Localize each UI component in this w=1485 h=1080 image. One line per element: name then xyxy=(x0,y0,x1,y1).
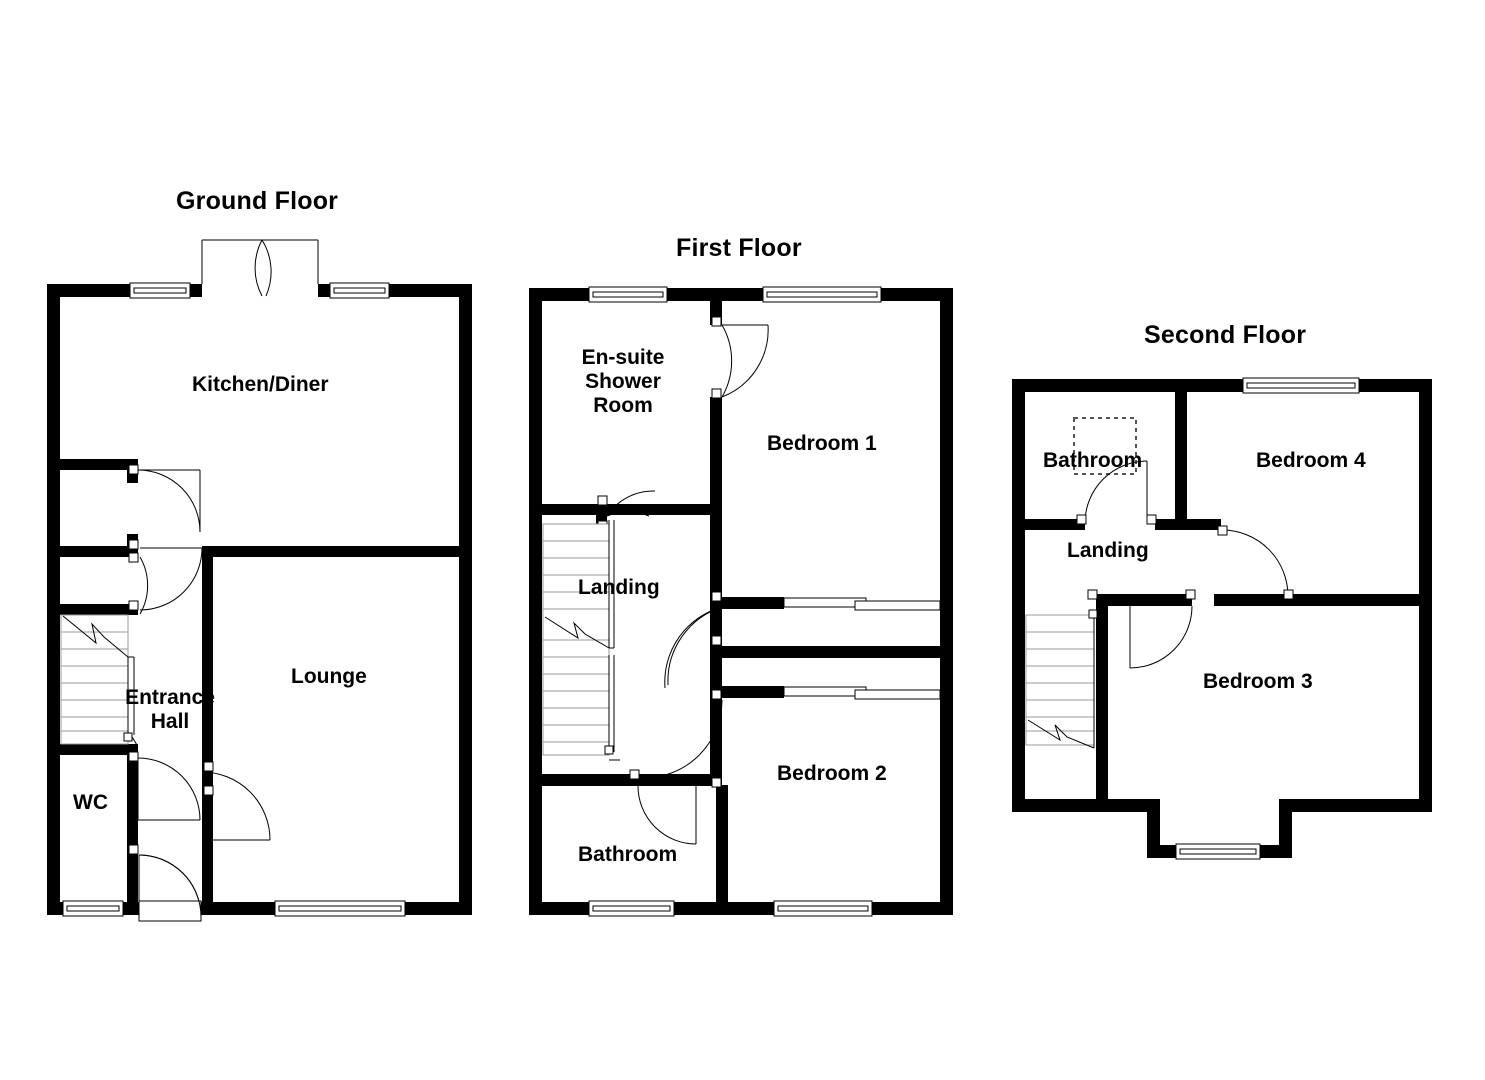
second-doors xyxy=(1084,460,1289,669)
room-label-bathroom-first: Bathroom xyxy=(578,843,678,866)
floor-title-second: Second Floor xyxy=(1144,321,1307,349)
entrance-hall-line-1: Entrance xyxy=(125,686,215,709)
second-stair-direction-arrow xyxy=(1027,609,1098,749)
first-stair-direction-arrow xyxy=(544,520,620,761)
first-staircase xyxy=(542,523,610,756)
room-label-entrance-hall: Entrance Hall xyxy=(120,686,220,734)
ensuite-line-1: En-suite xyxy=(581,346,665,369)
room-label-kitchen-diner: Kitchen/Diner xyxy=(192,373,329,396)
room-label-landing-first: Landing xyxy=(578,576,660,599)
first-wardrobe-doors xyxy=(783,597,941,700)
room-label-bedroom-2: Bedroom 2 xyxy=(777,762,887,785)
ensuite-line-3: Room xyxy=(593,394,653,418)
ensuite-line-2: Shower xyxy=(585,370,661,394)
room-label-bedroom-1: Bedroom 1 xyxy=(767,432,877,455)
ground-door-jambs xyxy=(128,464,214,855)
room-label-wc: WC xyxy=(73,791,108,814)
room-label-lounge: Lounge xyxy=(291,665,367,688)
entrance-hall-line-2: Hall xyxy=(150,710,190,734)
second-staircase xyxy=(1025,614,1095,746)
ground-patio-doors xyxy=(201,239,319,297)
ground-floor-plan xyxy=(47,239,472,922)
floor-title-first: First Floor xyxy=(676,234,802,262)
room-label-landing-second: Landing xyxy=(1067,539,1149,562)
floor-title-ground: Ground Floor xyxy=(176,187,339,215)
room-label-bedroom-3: Bedroom 3 xyxy=(1203,670,1313,693)
room-label-bathroom-second: Bathroom xyxy=(1043,449,1143,472)
room-label-bedroom-4: Bedroom 4 xyxy=(1256,449,1366,472)
room-label-ensuite-shower-room: En-suite Shower Room xyxy=(563,346,683,418)
ground-staircase xyxy=(60,614,129,745)
